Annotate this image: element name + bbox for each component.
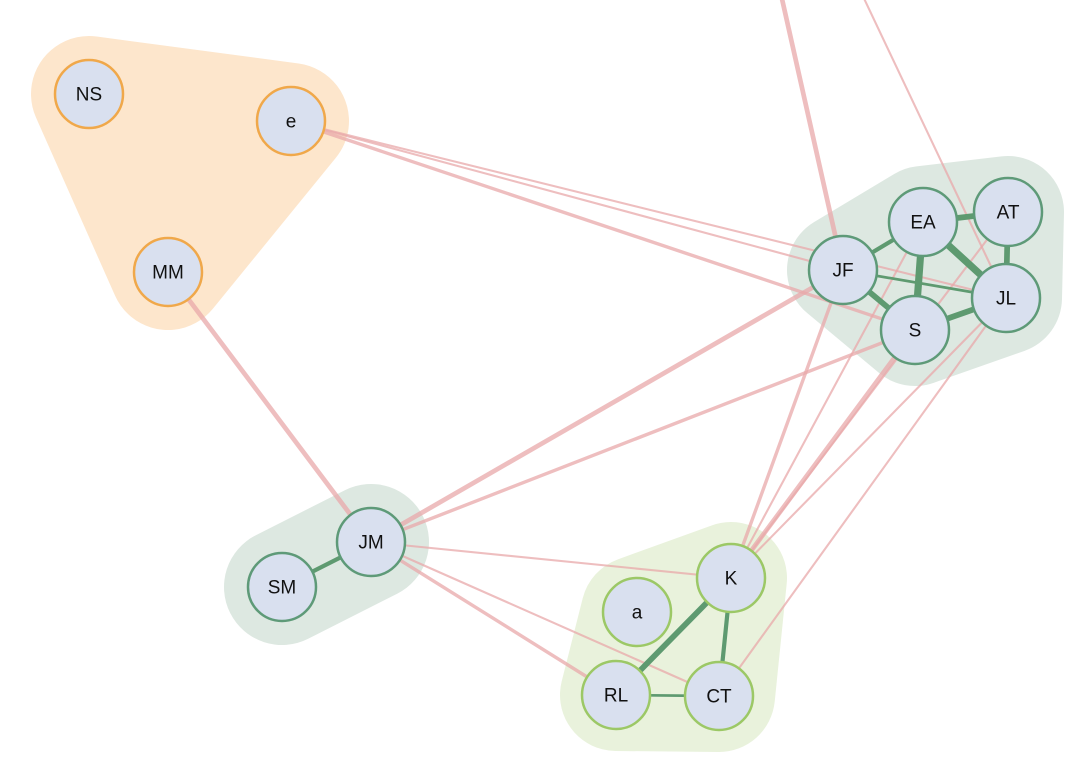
edge-K-JF: [729, 268, 845, 580]
edge-MM-JM: [165, 269, 374, 545]
node-circle-NS: [53, 58, 125, 130]
node-MM[interactable]: MM: [132, 236, 204, 308]
node-label-CT: CT: [706, 687, 732, 708]
edge-JM-CT: [369, 540, 721, 698]
node-circle-K: [695, 542, 767, 614]
node-circle-CT: [683, 660, 755, 732]
edge-JM-RL: [369, 540, 618, 697]
node-label-S: S: [909, 321, 922, 342]
edge-e-JF: [289, 119, 845, 272]
node-label-MM: MM: [152, 263, 184, 284]
node-a[interactable]: a: [601, 576, 673, 648]
node-circle-JL: [970, 262, 1042, 334]
node-label-e: e: [286, 112, 297, 133]
node-CT[interactable]: CT: [683, 660, 755, 732]
node-label-SM: SM: [268, 578, 297, 599]
node-label-NS: NS: [76, 85, 102, 106]
node-label-AT: AT: [997, 203, 1020, 224]
node-label-JL: JL: [996, 289, 1016, 310]
edges-layer: [165, 0, 1011, 699]
node-NS[interactable]: NS: [53, 58, 125, 130]
node-circle-JF: [807, 234, 879, 306]
edge-K-EA: [729, 220, 925, 580]
edge-JF-offscreen-top-1: [779, 0, 846, 273]
edge-K-AT: [729, 210, 1010, 580]
edge-JM-JF: [368, 267, 846, 545]
group-hull-orange: [31, 36, 349, 330]
node-EA[interactable]: EA: [887, 186, 959, 258]
node-circle-SM: [246, 551, 318, 623]
edge-JL-offscreen-top-2: [863, 0, 1008, 300]
node-circle-AT: [972, 176, 1044, 248]
node-circle-a: [601, 576, 673, 648]
node-circle-e: [255, 85, 327, 157]
node-label-K: K: [725, 569, 738, 590]
node-label-RL: RL: [604, 686, 628, 707]
node-label-JF: JF: [832, 261, 853, 282]
node-K[interactable]: K: [695, 542, 767, 614]
node-label-EA: EA: [910, 213, 936, 234]
edge-K-JL: [729, 296, 1008, 580]
edge-JM-K: [369, 540, 733, 580]
edge-e-S: [289, 119, 917, 332]
node-circle-EA: [887, 186, 959, 258]
node-S[interactable]: S: [879, 294, 951, 366]
node-circle-JM: [335, 506, 407, 578]
edge-JM-S: [369, 328, 917, 544]
edge-CT-JL: [717, 296, 1008, 698]
node-e[interactable]: e: [255, 85, 327, 157]
node-JF[interactable]: JF: [807, 234, 879, 306]
node-label-JM: JM: [358, 533, 383, 554]
edge-e-JL: [289, 119, 1008, 300]
node-JM[interactable]: JM: [335, 506, 407, 578]
node-RL[interactable]: RL: [580, 659, 652, 731]
node-circle-MM: [132, 236, 204, 308]
node-JL[interactable]: JL: [970, 262, 1042, 334]
node-AT[interactable]: AT: [972, 176, 1044, 248]
node-circle-S: [879, 294, 951, 366]
node-SM[interactable]: SM: [246, 551, 318, 623]
node-circle-RL: [580, 659, 652, 731]
node-label-a: a: [632, 603, 643, 624]
